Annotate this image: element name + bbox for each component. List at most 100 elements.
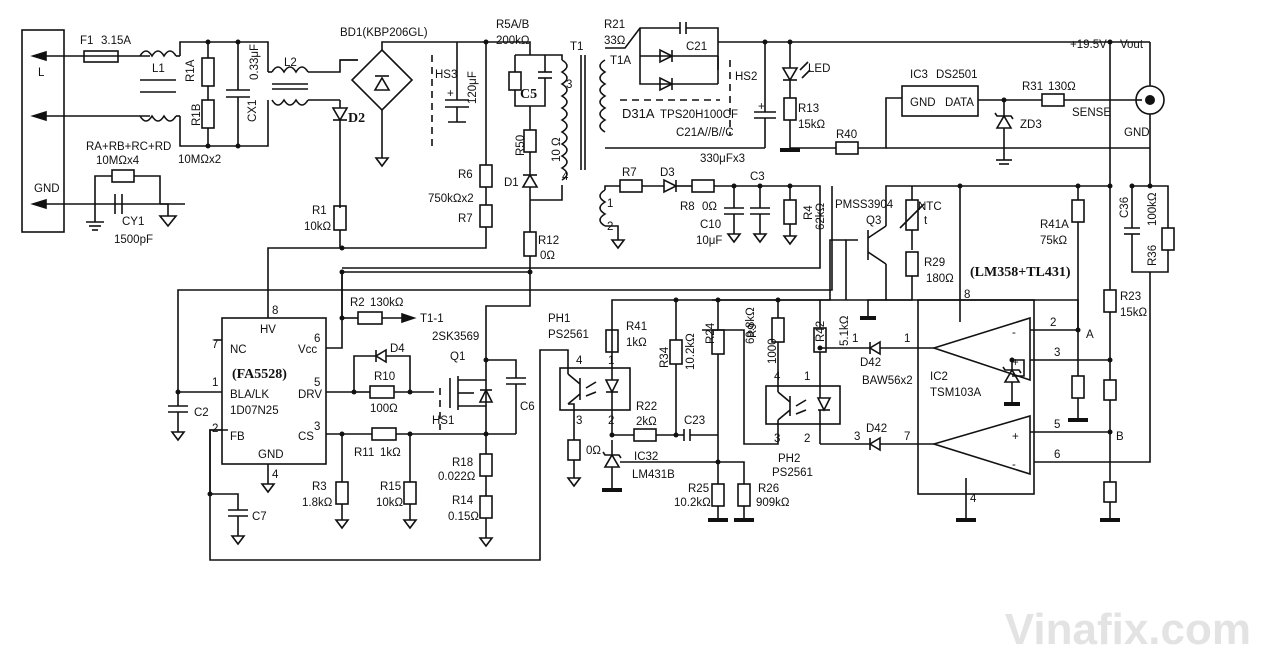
ic2-plus2: + xyxy=(1012,431,1019,443)
r50-value: 10 Ω xyxy=(551,137,563,162)
r13-label: R13 xyxy=(798,103,819,115)
r1-value: 10kΩ xyxy=(304,221,332,233)
r3-value: 1.8kΩ xyxy=(302,497,333,509)
watermark: Vinafix.com xyxy=(1004,605,1251,654)
r31-value: 130Ω xyxy=(1048,81,1076,93)
d42b-pin7: 7 xyxy=(904,431,910,443)
gnd-out-label: GND xyxy=(1124,127,1150,139)
choke-l1: L1 xyxy=(139,50,177,122)
r41a-label: R41A xyxy=(1040,219,1069,231)
d42b-pin3: 3 xyxy=(854,431,860,443)
ph1-pin4: 4 xyxy=(576,355,583,367)
l2-label: L2 xyxy=(284,57,297,69)
ic1-pin8: 8 xyxy=(272,305,278,317)
r31-label: R31 xyxy=(1022,81,1043,93)
f1-label: F1 xyxy=(80,35,93,47)
ntc-label: NTC xyxy=(918,201,942,213)
r6-label: R6 xyxy=(458,169,473,181)
r41-label: R41 xyxy=(626,321,647,333)
led-indicator: LED R13 15kΩ xyxy=(780,42,830,152)
t1-pin3: 3 xyxy=(566,79,572,91)
r24-value: 69.8kΩ xyxy=(745,307,757,344)
t11-label: T1-1 xyxy=(420,313,444,325)
ic2-pin8: 8 xyxy=(964,289,970,301)
ic1-cs: CS xyxy=(298,431,314,443)
r26-value: 909kΩ xyxy=(756,497,790,509)
ic1-pin4: 4 xyxy=(272,469,279,481)
l1-label: L1 xyxy=(152,63,165,75)
q3-label: Q3 xyxy=(866,215,881,227)
d42a-pin1a: 1 xyxy=(904,333,910,345)
ic2-note: (LM358+TL431) xyxy=(970,265,1071,280)
aux-pin2: 2 xyxy=(607,221,613,233)
ic3-data: DATA xyxy=(945,97,974,109)
r26-label: R26 xyxy=(758,483,779,495)
bulk-plus: + xyxy=(447,88,454,100)
r13-value: 15kΩ xyxy=(798,119,826,131)
d3-label: D3 xyxy=(660,167,675,179)
thermal-protection: PMSS3904 Q3 NTC t R29 180Ω xyxy=(712,185,1110,320)
c5-label: C5 xyxy=(520,87,537,102)
ph2-pin1: 1 xyxy=(804,371,810,383)
capacitor-cx1: CX1 0.33μF xyxy=(226,42,261,146)
c3-label: C3 xyxy=(750,171,765,183)
r11-value: 1kΩ xyxy=(380,447,401,459)
tps-label: TPS20H100CF xyxy=(660,109,738,121)
ic1-pin6: 6 xyxy=(314,333,320,345)
ic2-minus2: - xyxy=(1012,459,1016,471)
ic1-bla: BLA/LK xyxy=(230,389,269,401)
d4-label: D4 xyxy=(390,343,405,355)
vout-label: Vout xyxy=(1120,39,1144,51)
r6-value: 750kΩx2 xyxy=(428,193,474,205)
r23-label: R23 xyxy=(1120,291,1141,303)
y-capacitor-network: RA+RB+RC+RD 10MΩx4 CY1 1500pF xyxy=(86,141,178,246)
ic1-drv: DRV xyxy=(298,389,322,401)
ntc-t: t xyxy=(924,215,928,227)
aux-pin1: 1 xyxy=(607,198,613,210)
diode-d2: D2 xyxy=(331,100,365,208)
q1-type: 2SK3569 xyxy=(432,331,479,343)
ic1-fb: FB xyxy=(230,431,245,443)
opamp-ic2: (LM358+TL431) - + + - 8 4 IC2 TSM103A 2 … xyxy=(917,186,1124,522)
lm431-label: LM431B xyxy=(632,469,675,481)
snubber-r5-c5: R5A/B 200kΩ C5 R50 10 Ω D1 R12 0Ω xyxy=(341,19,563,318)
cy1-label: CY1 xyxy=(122,216,144,228)
ic3-gnd: GND xyxy=(910,97,936,109)
c10-value: 10μF xyxy=(696,235,722,247)
ic2-type: TSM103A xyxy=(930,387,981,399)
node-a: A xyxy=(1086,329,1094,341)
r36-label: R36 xyxy=(1147,245,1159,266)
r5ab-value: 200kΩ xyxy=(496,35,530,47)
resistor-r6-r7: R6 750kΩx2 R7 xyxy=(342,42,493,249)
r1-label: R1 xyxy=(312,205,327,217)
r14-label: R14 xyxy=(452,495,474,507)
r18-label: R18 xyxy=(452,457,473,469)
ic3-label: IC3 xyxy=(910,69,928,81)
d31a-label: D31A xyxy=(622,106,655,121)
hs3-label: HS3 xyxy=(435,69,457,81)
r5ab-label: R5A/B xyxy=(496,19,530,31)
r42-label: R42 xyxy=(815,321,827,342)
r12-label: R12 xyxy=(538,235,559,247)
d1-label: D1 xyxy=(504,177,519,189)
gnd-in-label: GND xyxy=(34,183,60,195)
c7-label: C7 xyxy=(252,511,267,523)
node-b: B xyxy=(1116,431,1124,443)
r15-label: R15 xyxy=(380,481,401,493)
ic2-pin2: 2 xyxy=(1050,317,1056,329)
ic2-pin3: 3 xyxy=(1054,347,1060,359)
resistor-r1: R1 10kΩ xyxy=(267,205,347,318)
ic2-minus1: - xyxy=(1012,327,1016,339)
ra-value: 10MΩx4 xyxy=(96,155,140,167)
hs2-label: HS2 xyxy=(735,71,757,83)
r7-label: R7 xyxy=(458,213,473,225)
ic1-pin2: 2 xyxy=(212,423,218,435)
r7b-label: R7 xyxy=(622,167,637,179)
r21-value: 33Ω xyxy=(604,35,626,47)
r22-value: 2kΩ xyxy=(636,416,657,428)
d42b-label: D42 xyxy=(866,423,887,435)
feedback-divider: R41A 75kΩ R23 15kΩ C36 100kΩ R36 xyxy=(1034,42,1175,522)
q3-type: PMSS3904 xyxy=(835,199,894,211)
c6-label: C6 xyxy=(520,401,535,413)
